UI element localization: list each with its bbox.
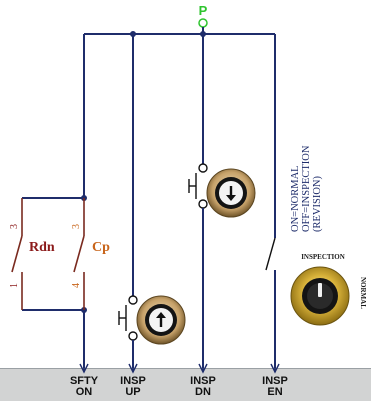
legend-line: (REVISION): [312, 176, 323, 232]
inspection-key-switch[interactable]: INSPECTION NORMAL: [290, 253, 367, 326]
terminal-label-sfty-on: SFTY ON: [69, 376, 99, 398]
key-slot-icon: [318, 283, 322, 297]
rdn-pin-bottom: 1: [9, 283, 20, 288]
terminal-label-insp-en: INSP EN: [260, 376, 290, 398]
key-switch-side-label: NORMAL: [359, 277, 367, 309]
down-pushbutton[interactable]: [206, 168, 256, 218]
rdn-contact: 3 1 Rdn: [9, 198, 55, 310]
inspection-down-circuit: [188, 34, 208, 372]
terminal-arrow-icon: [79, 362, 89, 374]
legend-line: OFF=INSPECTION: [301, 145, 312, 232]
terminal-line: INSP: [190, 375, 216, 387]
rdn-label: Rdn: [29, 240, 55, 255]
terminal-line: INSP: [120, 375, 146, 387]
rdn-pin-top: 3: [9, 224, 20, 229]
key-switch-top-label: INSPECTION: [301, 253, 345, 261]
terminal-arrow-icon: [128, 362, 138, 374]
inspection-up-circuit: [118, 34, 138, 372]
legend-line: ON=NORMAL: [290, 165, 301, 232]
cp-pin-bottom: 4: [71, 283, 82, 288]
key-switch-legend: ON=NORMAL OFF=INSPECTION (REVISION): [290, 145, 323, 232]
terminal-line: DN: [195, 386, 211, 398]
terminal-line: EN: [267, 386, 283, 398]
cp-contact: 3 4 Cp: [71, 198, 110, 310]
terminal-markers: [79, 362, 280, 374]
inspection-enable-circuit: [265, 34, 276, 372]
terminal-line: INSP: [262, 375, 288, 387]
arrow-down-icon: [226, 186, 236, 201]
terminal-arrow-icon: [198, 362, 208, 374]
arrow-up-icon: [156, 312, 166, 327]
cp-pin-top: 3: [71, 224, 82, 229]
terminal-arrow-icon: [270, 362, 280, 374]
terminal-strip: [0, 368, 371, 401]
cp-label: Cp: [92, 240, 110, 255]
supply-label: P: [199, 3, 208, 18]
terminal-line: ON: [75, 386, 93, 398]
terminal-line: UP: [125, 386, 141, 398]
up-pushbutton[interactable]: [136, 295, 186, 345]
terminal-line: SFTY: [69, 375, 99, 387]
terminal-label-insp-dn: INSP DN: [188, 376, 218, 398]
terminal-label-insp-up: INSP UP: [118, 376, 148, 398]
supply-node: [198, 18, 208, 28]
